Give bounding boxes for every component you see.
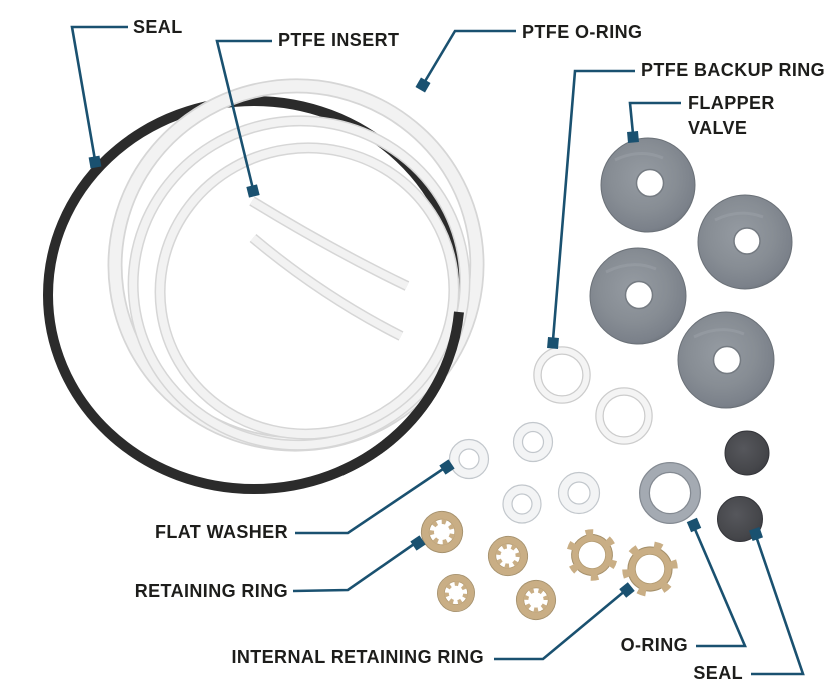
internal-retaining-ring-part-1: [565, 528, 620, 583]
leader-retaining-ring: [292, 540, 418, 593]
leader-ptfe-o-ring: [422, 29, 516, 84]
retaining-ring-part-4: [513, 577, 559, 623]
marker-o-ring: [686, 517, 702, 533]
marker-ptfe-o-ring: [415, 77, 431, 93]
flat-washer-part-4: [557, 471, 601, 515]
label-seal-bottom: SEAL: [693, 663, 743, 683]
leader-flat-washer: [295, 465, 447, 535]
seal-ring-overlap: [338, 311, 464, 476]
ptfe-backup-ring-part-2: [595, 387, 653, 445]
marker-seal-top: [88, 155, 102, 169]
label-o-ring: O-RING: [620, 635, 688, 655]
leader-flapper-valve: [628, 101, 681, 135]
marker-seal-bottom: [749, 527, 763, 541]
marker-flat-washer: [439, 459, 455, 475]
leader-internal-retaining-ring: [494, 589, 627, 661]
label-ptfe-backup-ring: PTFE BACKUP RING: [641, 60, 826, 80]
marker-flapper-valve: [627, 131, 639, 143]
label-ptfe-o-ring: PTFE O-RING: [522, 22, 643, 42]
flat-washer-part-3: [502, 484, 542, 524]
seal-disc-part-1: [724, 430, 770, 476]
leader-seal-top: [70, 25, 128, 161]
label-retaining-ring: RETAINING RING: [134, 581, 288, 601]
ptfe-insert-part: [127, 115, 471, 451]
retaining-ring-part-3: [430, 567, 482, 619]
flat-washer-part-1: [512, 421, 554, 463]
flapper-valve-part-3: [589, 247, 687, 345]
marker-retaining-ring: [410, 535, 426, 551]
label-ptfe-insert: PTFE INSERT: [278, 30, 400, 50]
label-seal-top: SEAL: [133, 17, 183, 37]
flat-washer-part-2: [448, 438, 490, 480]
label-internal-retaining-ring: INTERNAL RETAINING RING: [231, 647, 484, 667]
ptfe-insert-tube-ends: [249, 196, 410, 341]
leader-ptfe-backup-ring: [551, 69, 635, 341]
label-flat-washer: FLAT WASHER: [154, 522, 288, 542]
marker-ptfe-backup-ring: [547, 337, 559, 349]
flapper-valve-part-2: [697, 194, 793, 290]
marker-internal-retaining-ring: [619, 582, 635, 598]
flapper-valve-part-4: [677, 311, 775, 409]
label-flapper-valve: FLAPPER VALVE: [688, 93, 775, 138]
leader-seal-bottom: [751, 535, 805, 676]
flapper-valve-part-1: [600, 137, 696, 233]
marker-ptfe-insert: [246, 184, 260, 198]
retaining-ring-part-2: [481, 529, 535, 583]
leader-o-ring: [692, 526, 747, 648]
o-ring-part: [639, 462, 701, 524]
retaining-ring-part-1: [418, 508, 466, 556]
ptfe-backup-ring-part-1: [533, 346, 591, 404]
leader-ptfe-insert: [215, 39, 272, 190]
